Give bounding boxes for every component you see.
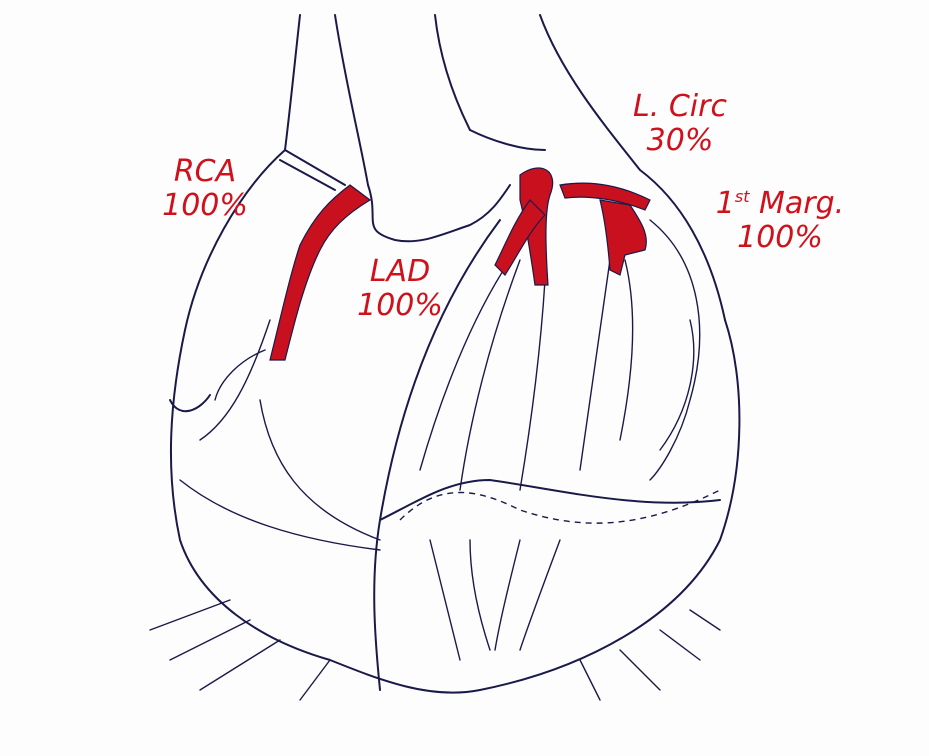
lad-name: LAD <box>369 254 431 289</box>
lcirc-name: L. Circ <box>633 89 727 124</box>
marg-name: 1st Marg. <box>700 180 860 221</box>
marg-name-prefix: 1 <box>715 186 735 221</box>
rca-label: RCA 100% <box>150 155 260 223</box>
left-atrial-appendage <box>367 129 546 243</box>
marg-occlusion: 100% <box>737 220 823 255</box>
aorta-outline <box>284 14 369 186</box>
rca-occlusion: 100% <box>162 188 248 223</box>
rca-branches <box>179 319 381 551</box>
pulmonary-trunk-outline <box>434 14 726 321</box>
lcirc-occlusion: 30% <box>646 123 714 158</box>
lad-proximal <box>494 199 546 276</box>
circumflex-artery <box>559 182 651 211</box>
posterior-groove <box>399 489 721 524</box>
circumflex-branches <box>579 219 701 481</box>
lad-occlusion: 100% <box>357 288 443 323</box>
marg-label: 1st Marg. 100% <box>700 180 860 255</box>
lad-label: LAD 100% <box>350 255 450 323</box>
base-lines <box>149 599 721 701</box>
marg-name-suffix: Marg. <box>749 186 845 221</box>
heart-outline <box>169 149 741 694</box>
rca-artery <box>269 184 372 361</box>
ventricle-border <box>373 219 721 691</box>
marg-name-sup: st <box>734 187 750 206</box>
right-atrium-outline <box>169 149 346 413</box>
marginal-artery <box>599 199 647 276</box>
rca-name: RCA <box>173 154 237 189</box>
lcirc-label: L. Circ 30% <box>610 90 750 158</box>
lad-branches <box>419 259 561 661</box>
